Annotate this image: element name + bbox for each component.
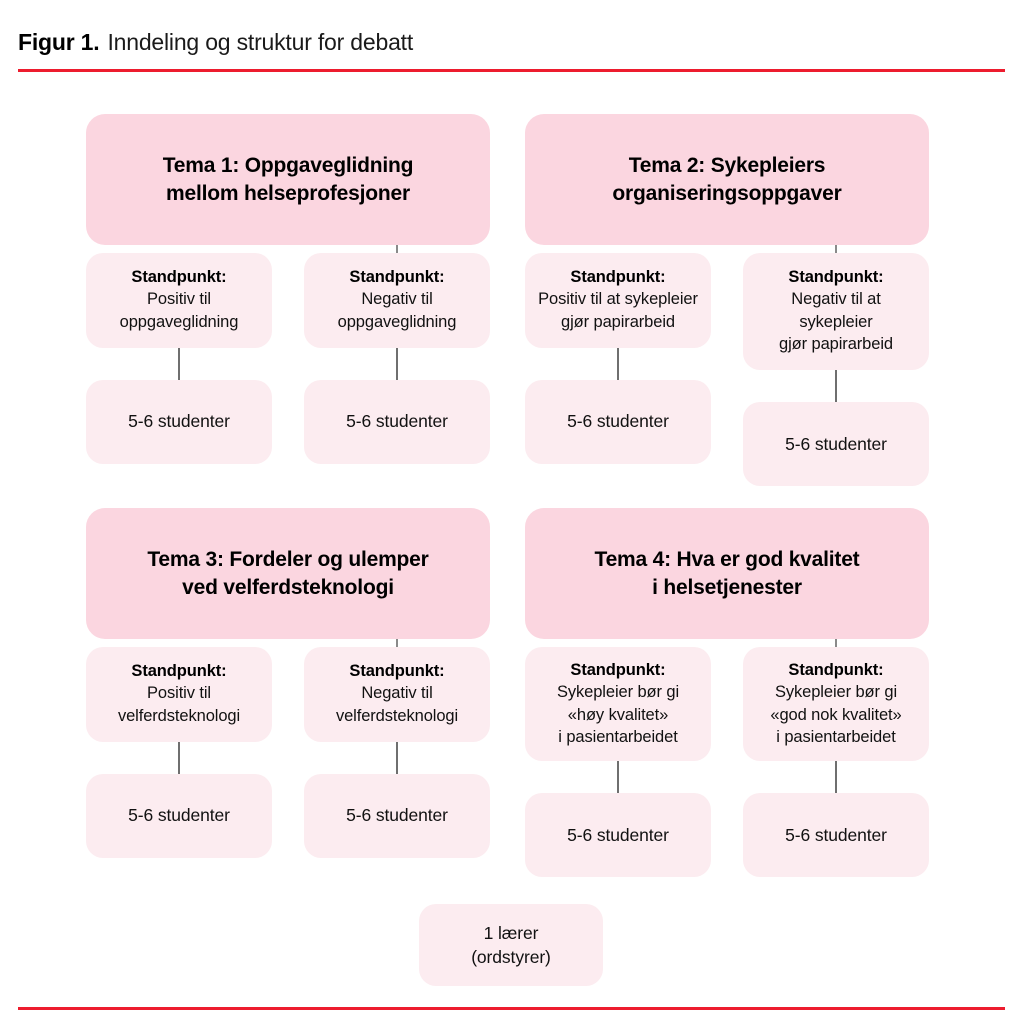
students-count-label: 5-6 studenter xyxy=(346,805,448,826)
students-count-label: 5-6 studenter xyxy=(346,411,448,432)
standpunkt-box-1-left: Standpunkt: Positiv til oppgaveglidning xyxy=(86,253,272,348)
connector-line xyxy=(617,347,619,380)
theme-box-1: Tema 1: Oppgaveglidning mellom helseprof… xyxy=(86,114,490,245)
standpunkt-label: Standpunkt: xyxy=(349,662,445,680)
standpunkt-box-1-right: Standpunkt: Negativ til oppgaveglidning xyxy=(304,253,490,348)
standpunkt-text: Positiv til at sykepleier gjør papirarbe… xyxy=(538,290,698,331)
branch-row-2: Standpunkt: Positiv til at sykepleier gj… xyxy=(525,245,929,487)
theme-group-3: Tema 3: Fordeler og ulemper ved velferds… xyxy=(86,508,490,858)
branch-3-right: Standpunkt: Negativ til velferdsteknolog… xyxy=(304,639,490,858)
theme-title-2: Tema 2: Sykepleiers organiseringsoppgave… xyxy=(612,153,842,205)
students-box-4-left: 5-6 studenter xyxy=(525,793,711,878)
theme-title-4: Tema 4: Hva er god kvalitet i helsetjene… xyxy=(594,547,860,599)
students-count-label: 5-6 studenter xyxy=(128,805,230,826)
standpunkt-text: Sykepleier bør gi «høy kvalitet» i pasie… xyxy=(556,683,680,746)
connector-line xyxy=(178,347,180,380)
students-box-1-left: 5-6 studenter xyxy=(86,379,272,464)
standpunkt-label: Standpunkt: xyxy=(131,268,227,286)
figure-caption: Inndeling og struktur for debatt xyxy=(107,28,414,55)
standpunkt-box-3-left: Standpunkt: Positiv til velferdsteknolog… xyxy=(86,647,272,742)
standpunkt-box-2-left: Standpunkt: Positiv til at sykepleier gj… xyxy=(525,253,711,348)
standpunkt-text: Positiv til oppgaveglidning xyxy=(119,290,239,331)
students-box-2-right: 5-6 studenter xyxy=(743,402,929,487)
branch-row-3: Standpunkt: Positiv til velferdsteknolog… xyxy=(86,639,490,858)
branch-3-left: Standpunkt: Positiv til velferdsteknolog… xyxy=(86,647,272,858)
bottom-divider-rule xyxy=(18,1007,1005,1010)
figure-label: Figur 1. xyxy=(18,28,100,55)
standpunkt-label: Standpunkt: xyxy=(788,268,884,286)
theme-branch-tick-icon xyxy=(396,245,398,253)
branch-row-1: Standpunkt: Positiv til oppgaveglidning … xyxy=(86,245,490,464)
figure-header: Figur 1. Inndeling og struktur for debat… xyxy=(18,25,1004,59)
top-divider-rule xyxy=(18,69,1005,72)
connector-line xyxy=(835,761,837,794)
branch-2-right: Standpunkt: Negativ til at sykepleier gj… xyxy=(743,245,929,487)
connector-line xyxy=(178,741,180,774)
standpunkt-label: Standpunkt: xyxy=(570,661,666,679)
branch-4-right: Standpunkt: Sykepleier bør gi «god nok k… xyxy=(743,639,929,878)
branch-1-right: Standpunkt: Negativ til oppgaveglidning … xyxy=(304,245,490,464)
students-box-1-right: 5-6 studenter xyxy=(304,379,490,464)
theme-box-3: Tema 3: Fordeler og ulemper ved velferds… xyxy=(86,508,490,639)
students-count-label: 5-6 studenter xyxy=(128,411,230,432)
standpunkt-label: Standpunkt: xyxy=(788,661,884,679)
theme-title-3: Tema 3: Fordeler og ulemper ved velferds… xyxy=(147,547,429,599)
standpunkt-text: Negativ til velferdsteknologi xyxy=(335,684,459,725)
theme-branch-tick-icon xyxy=(835,639,837,647)
theme-box-4: Tema 4: Hva er god kvalitet i helsetjene… xyxy=(525,508,929,639)
branch-row-4: Standpunkt: Sykepleier bør gi «høy kvali… xyxy=(525,639,929,878)
connector-line xyxy=(617,761,619,794)
standpunkt-text: Negativ til at sykepleier gjør papirarbe… xyxy=(779,290,893,353)
theme-group-4: Tema 4: Hva er god kvalitet i helsetjene… xyxy=(525,508,929,878)
students-box-3-right: 5-6 studenter xyxy=(304,773,490,858)
standpunkt-label: Standpunkt: xyxy=(570,268,666,286)
theme-title-1: Tema 1: Oppgaveglidning mellom helseprof… xyxy=(162,153,414,205)
theme-branch-tick-icon xyxy=(835,245,837,253)
branch-2-left: Standpunkt: Positiv til at sykepleier gj… xyxy=(525,253,711,486)
standpunkt-box-4-right: Standpunkt: Sykepleier bør gi «god nok k… xyxy=(743,647,929,762)
theme-group-2: Tema 2: Sykepleiers organiseringsoppgave… xyxy=(525,114,929,487)
standpunkt-box-3-right: Standpunkt: Negativ til velferdsteknolog… xyxy=(304,647,490,742)
standpunkt-box-4-left: Standpunkt: Sykepleier bør gi «høy kvali… xyxy=(525,647,711,762)
branch-1-left: Standpunkt: Positiv til oppgaveglidning … xyxy=(86,253,272,464)
theme-box-2: Tema 2: Sykepleiers organiseringsoppgave… xyxy=(525,114,929,245)
connector-line xyxy=(835,370,837,403)
students-box-4-right: 5-6 studenter xyxy=(743,793,929,878)
branch-4-left: Standpunkt: Sykepleier bør gi «høy kvali… xyxy=(525,647,711,878)
connector-line xyxy=(396,347,398,380)
standpunkt-label: Standpunkt: xyxy=(131,662,227,680)
theme-branch-tick-icon xyxy=(396,639,398,647)
students-box-3-left: 5-6 studenter xyxy=(86,773,272,858)
students-box-2-left: 5-6 studenter xyxy=(525,379,711,464)
students-count-label: 5-6 studenter xyxy=(567,824,669,845)
standpunkt-box-2-right: Standpunkt: Negativ til at sykepleier gj… xyxy=(743,253,929,371)
students-count-label: 5-6 studenter xyxy=(567,411,669,432)
standpunkt-text: Positiv til velferdsteknologi xyxy=(117,684,241,725)
students-count-label: 5-6 studenter xyxy=(785,824,887,845)
standpunkt-text: Sykepleier bør gi «god nok kvalitet» i p… xyxy=(770,683,902,746)
standpunkt-label: Standpunkt: xyxy=(349,268,445,286)
connector-line xyxy=(396,741,398,774)
teacher-moderator-box: 1 lærer (ordstyrer) xyxy=(419,904,603,986)
theme-group-1: Tema 1: Oppgaveglidning mellom helseprof… xyxy=(86,114,490,464)
teacher-moderator-label: 1 lærer (ordstyrer) xyxy=(471,922,551,967)
standpunkt-text: Negativ til oppgaveglidning xyxy=(337,290,457,331)
students-count-label: 5-6 studenter xyxy=(785,433,887,454)
